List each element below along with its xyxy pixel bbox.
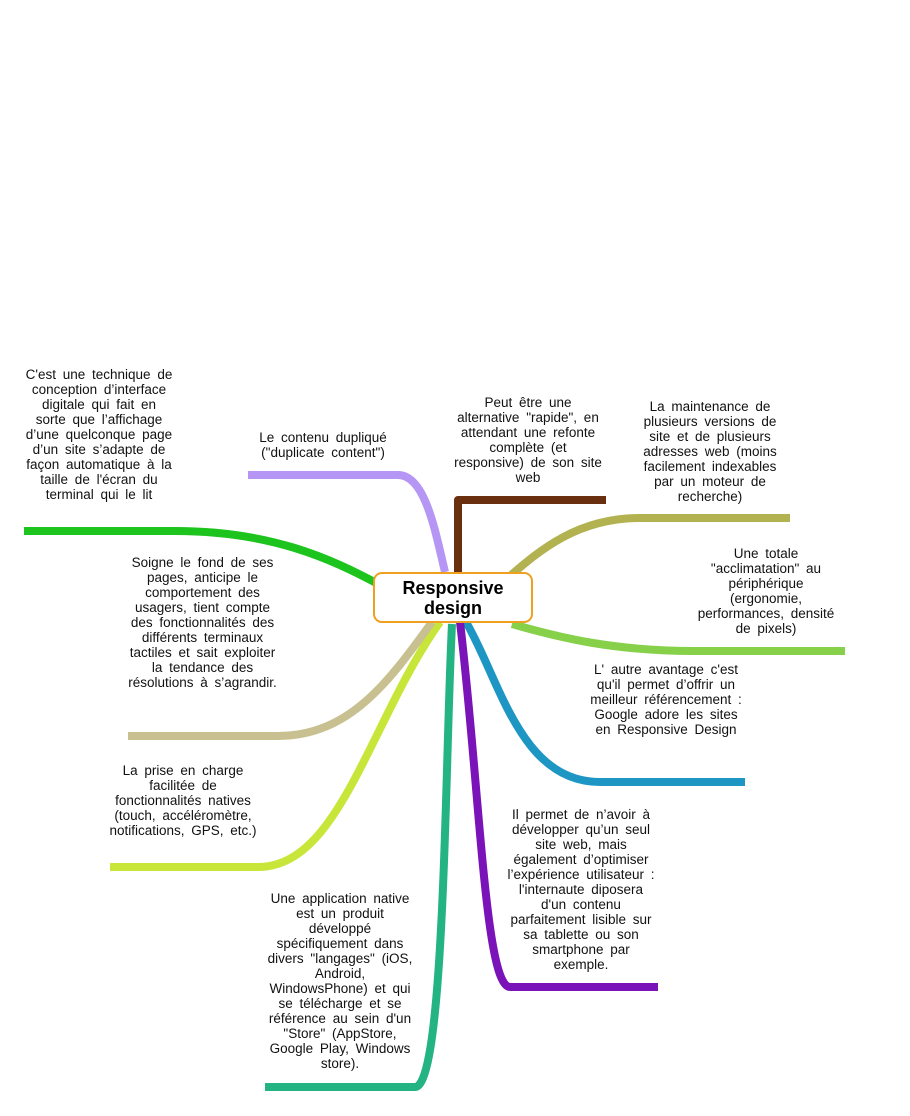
branch-label-tan: Soigne le fond de ses pages, anticipe le… xyxy=(128,555,277,690)
branch-line-lightgreen xyxy=(510,620,845,655)
branch-label-purple: Il permet de n’avoir à développer qu’un … xyxy=(507,807,655,972)
central-topic-title: Responsive design xyxy=(402,577,504,618)
branch-line-tan xyxy=(128,619,436,740)
branch-line-olive xyxy=(507,514,790,580)
branch-line-yellowgreen xyxy=(110,619,444,871)
branch-label-blue: L' autre avantage c'est qu'il permet d’o… xyxy=(590,662,742,737)
central-topic-node[interactable]: Responsive design xyxy=(373,572,533,623)
branch-line-blue xyxy=(462,619,745,786)
branch-label-brown: Peut être une alternative "rapide", en a… xyxy=(454,395,602,485)
branch-line-brown xyxy=(454,496,606,574)
branch-label-green: C'est une technique de conception d’inte… xyxy=(25,367,173,502)
branch-line-lavender xyxy=(248,471,449,573)
branch-label-teal: Une application native est un produit dé… xyxy=(267,891,413,1071)
branch-line-green xyxy=(24,527,382,589)
branch-label-olive: La maintenance de plusieurs versions de … xyxy=(643,399,777,504)
branch-label-lightgreen: Une totale "acclimatation" au périphériq… xyxy=(697,546,835,636)
branch-label-lavender: Le contenu dupliqué ("duplicate content"… xyxy=(259,430,387,460)
branch-label-yellowgreen: La prise en charge facilitée de fonction… xyxy=(109,763,257,838)
branch-line-teal xyxy=(265,623,456,1091)
branch-line-purple xyxy=(456,621,658,991)
